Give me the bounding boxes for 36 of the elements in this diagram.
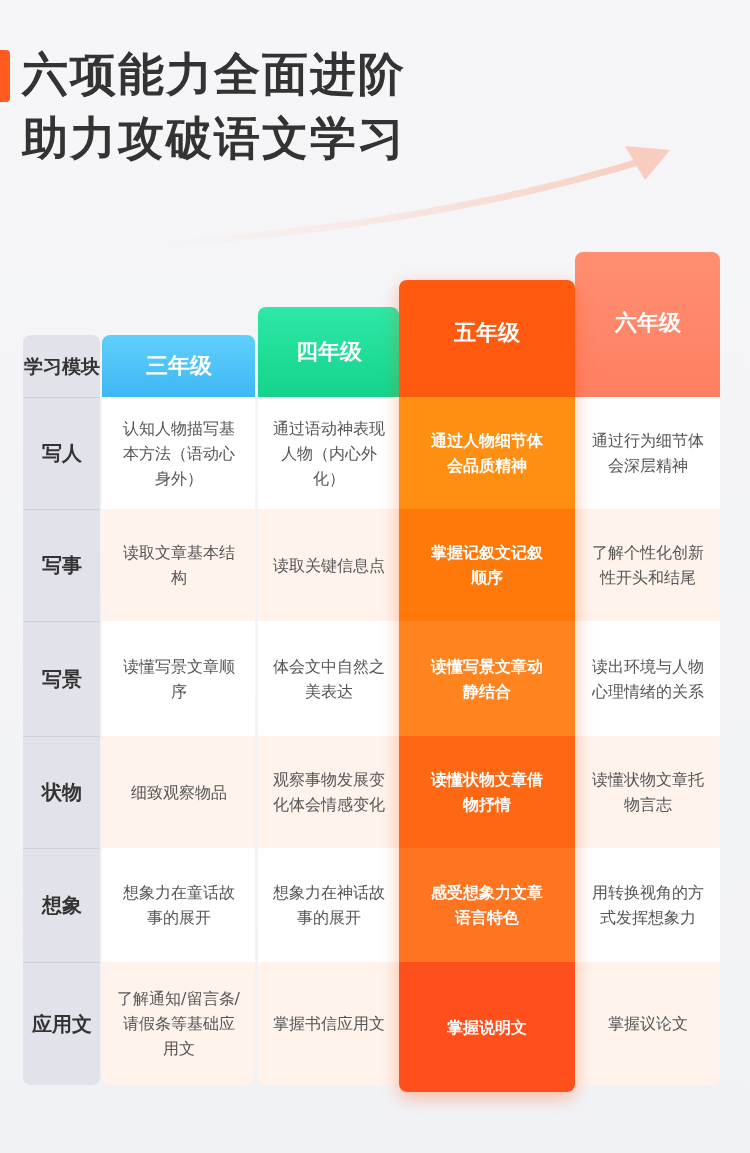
table-cell: 体会文中自然之美表达 [258, 621, 399, 736]
table-cell: 用转换视角的方式发挥想象力 [575, 848, 720, 962]
table-cell: 读取文章基本结构 [102, 509, 255, 621]
table-cell: 掌握记叙文记叙顺序 [399, 509, 575, 621]
table-cell: 读取关键信息点 [258, 509, 399, 621]
table-cell: 观察事物发展变化体会情感变化 [258, 736, 399, 848]
table-cell: 细致观察物品 [102, 736, 255, 848]
table-cell: 读懂写景文章动静结合 [399, 621, 575, 736]
title: 六项能力全面进阶助力攻破语文学习 [22, 46, 407, 167]
column-header: 学习模块 [23, 335, 100, 397]
row-header: 写景 [23, 621, 100, 736]
column-header: 五年级 [399, 280, 575, 397]
table-cell: 通过行为细节体会深层精神 [575, 397, 720, 509]
column-header: 六年级 [575, 252, 720, 397]
table-cell: 认知人物描写基本方法（语动心身外） [102, 397, 255, 509]
table-cell: 读懂状物文章借物抒情 [399, 736, 575, 848]
column-header: 四年级 [258, 307, 399, 397]
table-cell: 想象力在神话故事的展开 [258, 848, 399, 962]
table-cell: 通过语动神表现人物（内心外化） [258, 397, 399, 509]
table-cell: 想象力在童话故事的展开 [102, 848, 255, 962]
table-cell: 掌握议论文 [575, 962, 720, 1085]
table-cell: 感受想象力文章语言特色 [399, 848, 575, 962]
table-cell: 掌握书信应用文 [258, 962, 399, 1085]
row-header: 写人 [23, 397, 100, 509]
row-header: 写事 [23, 509, 100, 621]
table-cell: 了解通知/留言条/请假条等基础应用文 [102, 962, 255, 1085]
row-header: 想象 [23, 848, 100, 962]
table-cell: 通过人物细节体会品质精神 [399, 397, 575, 509]
table-cell: 读懂写景文章顺序 [102, 621, 255, 736]
table-cell: 读出环境与人物心理情绪的关系 [575, 621, 720, 736]
row-header: 应用文 [23, 962, 100, 1085]
table-cell: 掌握说明文 [399, 962, 575, 1092]
table-cell: 了解个性化创新性开头和结尾 [575, 509, 720, 621]
table-cell: 读懂状物文章托物言志 [575, 736, 720, 848]
column-header: 三年级 [102, 335, 255, 397]
row-header: 状物 [23, 736, 100, 848]
